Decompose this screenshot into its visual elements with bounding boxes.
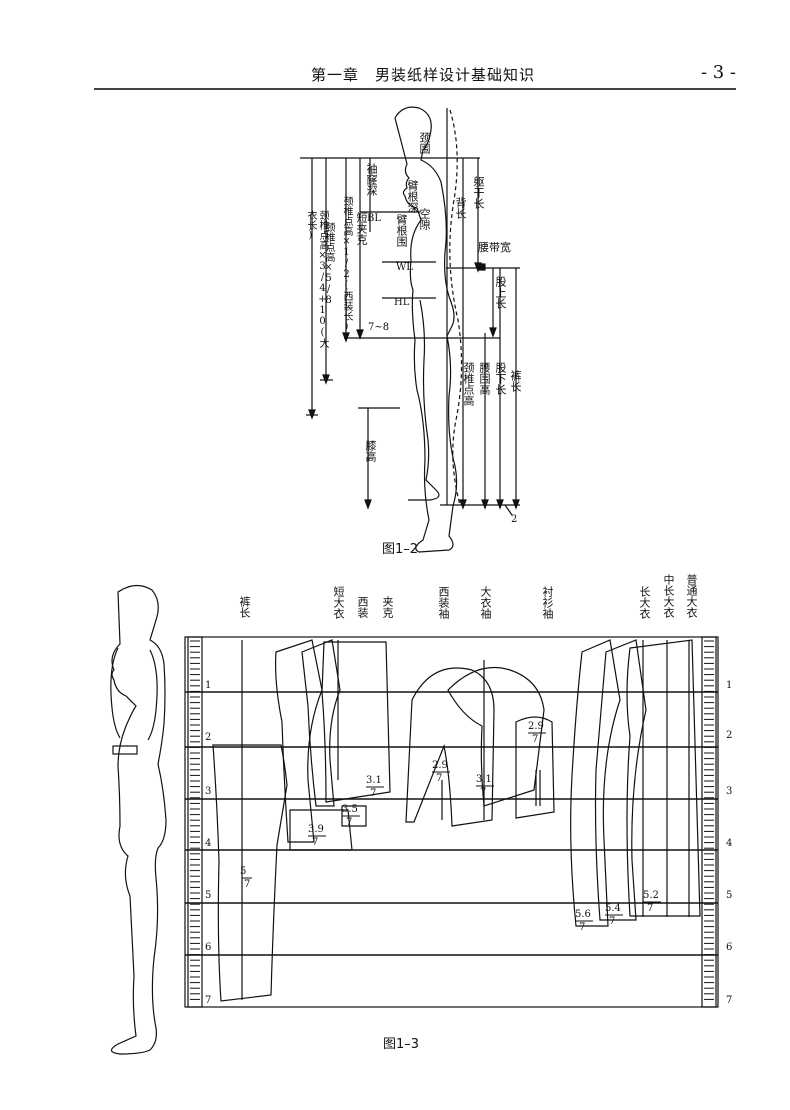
label-belt-width: 腰带宽 (478, 241, 511, 254)
label-mid-coat: 中长大衣 (662, 574, 675, 618)
label-coat-length: 颈椎点高×3/4+10(大衣长) (305, 210, 328, 348)
frac-trouser-denominator: 7 (244, 879, 251, 890)
frac-suit-sleeve-numerator: 2.9 (432, 760, 448, 771)
row-number-right-4: 4 (726, 838, 733, 849)
row-number-right-1: 1 (726, 680, 733, 691)
caption-fig-1-2: 图1–2 (382, 542, 419, 557)
frac-long-coat-numerator: 5.6 (575, 909, 591, 920)
label-sleeve-depth: 袖窿深 (365, 163, 378, 196)
frac-mid-coat-numerator: 5.4 (605, 903, 621, 914)
row-number-right-6: 6 (726, 942, 733, 953)
label-neck: 颈围 (418, 132, 431, 154)
frac-coat-sleeve-denominator: 7 (480, 787, 487, 798)
label-torso-length: 躯干长 (472, 176, 485, 209)
row-number-left-7: 7 (205, 995, 212, 1006)
header-rule (94, 88, 736, 90)
caption-fig-1-3: 图1–3 (383, 1037, 420, 1052)
label-clearance: 空隙 (418, 208, 431, 230)
label-short-coat: 短大衣 (332, 586, 345, 619)
label-shirt-sleeve: 衬衫袖 (541, 586, 554, 619)
label-trouser-length: 裤长 (509, 370, 522, 392)
label-back-length: 背长 (454, 197, 467, 219)
frac-short-coat-denominator: 7 (312, 837, 319, 848)
label-knee-height: 膝高 (364, 440, 377, 462)
label-short-jacket: 短夹克 (355, 212, 368, 245)
label-wl: WL (396, 262, 413, 273)
label-hl: HL (394, 297, 410, 308)
label-suit: 西装 (356, 596, 369, 618)
label-normal-coat: 普通大衣 (685, 574, 698, 618)
frac-normal-coat-numerator: 5.2 (643, 890, 659, 901)
label-crotch-down: 股下长 (494, 362, 507, 395)
figure-body-outline (394, 106, 458, 553)
frac-shirt-sleeve-numerator: 2.9 (528, 721, 544, 732)
label-waist-height: 腰围高 (478, 362, 491, 395)
row-number-left-2: 2 (205, 732, 212, 743)
row-number-left-3: 3 (205, 786, 212, 797)
label-half-suit: 颈椎点高×1/2(西装长) (341, 196, 352, 332)
frac-coat-sleeve-numerator: 3.1 (476, 774, 492, 785)
row-number-left-1: 1 (205, 680, 212, 691)
page-number: - 3 - (700, 62, 736, 83)
frac-suit-sleeve-denominator: 7 (436, 773, 443, 784)
row-number-left-4: 4 (205, 838, 212, 849)
row-number-left-6: 6 (205, 942, 212, 953)
row-number-right-2: 2 (726, 730, 733, 741)
label-five-eighth: 颈椎点高×5/8 (323, 222, 334, 306)
label-coat-sleeve: 大衣袖 (479, 586, 492, 619)
label-arm-root-depth: 臂根深 (406, 180, 419, 213)
label-trouser: 裤长 (238, 596, 251, 618)
chapter-title: 第一章 男装纸样设计基础知识 (311, 66, 536, 84)
frac-long-coat-denominator: 7 (579, 922, 586, 933)
label-bl: BL (367, 213, 381, 224)
frac-normal-coat-denominator: 7 (647, 903, 654, 914)
label-suit-sleeve: 西装袖 (437, 586, 450, 619)
frac-mid-coat-denominator: 7 (609, 916, 616, 927)
frac-suit-denominator: 7 (346, 817, 353, 828)
label-jacket: 夹克 (381, 596, 394, 618)
label-two: 2 (511, 514, 518, 525)
figure-1-3-drawing (110, 584, 719, 1055)
row-number-left-5: 5 (205, 890, 212, 901)
label-crotch-up: 股上长 (494, 276, 507, 309)
frac-trouser-numerator: 5 (240, 866, 247, 877)
frac-shirt-sleeve-denominator: 7 (532, 734, 539, 745)
label-7-8: 7~8 (368, 322, 390, 333)
row-number-right-5: 5 (726, 890, 733, 901)
row-number-right-3: 3 (726, 786, 733, 797)
label-arm-root-girth: 臂根围 (395, 214, 408, 247)
frac-jacket-denominator: 7 (370, 788, 377, 799)
running-header: 第一章 男装纸样设计基础知识 - 3 - (96, 62, 736, 86)
frac-suit-numerator: 3.5 (342, 804, 358, 815)
frac-short-coat-numerator: 3.9 (308, 824, 324, 835)
label-long-coat: 长大衣 (638, 586, 651, 619)
label-neck-point-height: 颈椎点高 (462, 362, 475, 406)
row-number-right-7: 7 (726, 995, 733, 1006)
frac-jacket-numerator: 3.1 (366, 775, 382, 786)
